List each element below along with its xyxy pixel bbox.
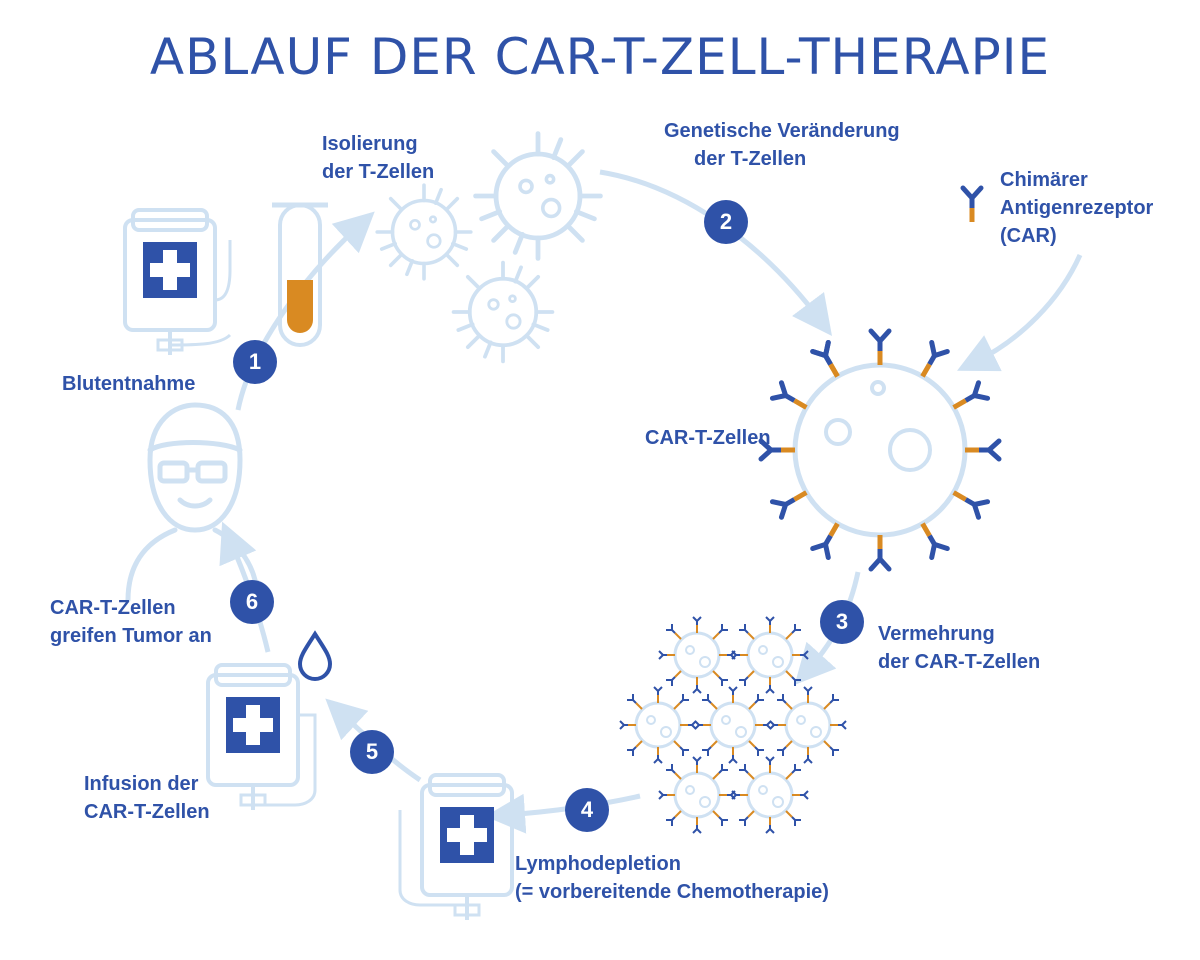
- label-line: Chimärer: [1000, 169, 1088, 191]
- step-badge-2: 2: [704, 200, 748, 244]
- car-receptor-icon: [871, 535, 889, 569]
- drop-icon: [297, 630, 333, 681]
- label-line: Infusion der: [84, 773, 199, 795]
- arrow-car: [957, 253, 1083, 372]
- label-line: (CAR): [1000, 225, 1057, 247]
- label-line: Isolierung: [322, 133, 418, 155]
- blood-bag-icon: [206, 663, 300, 812]
- label-line: Lymphodepletion: [515, 853, 681, 875]
- label-car: Chimärer Antigenrezeptor (CAR): [1000, 166, 1153, 250]
- test-tube-icon: [272, 202, 328, 347]
- step-badge-4: 4: [565, 788, 609, 832]
- car-receptor-icon: [871, 331, 889, 365]
- car-receptor-icon: [963, 188, 981, 222]
- car-receptor-icon: [965, 441, 999, 459]
- page-title: ABLAUF DER CAR-T-ZELL-THERAPIE: [149, 28, 1051, 86]
- label-attack: CAR-T-Zellen greifen Tumor an: [50, 594, 212, 650]
- label-infusion: Infusion der CAR-T-Zellen: [84, 770, 210, 826]
- step-badge-3: 3: [820, 600, 864, 644]
- label-line: Genetische Veränderung: [664, 120, 900, 142]
- label-line: Vermehrung: [878, 623, 995, 645]
- label-expansion: Vermehrung der CAR-T-Zellen: [878, 620, 1040, 676]
- label-genetic-modification: Genetische Veränderung der T-Zellen: [664, 117, 900, 173]
- patient-icon: [125, 402, 258, 603]
- label-line: CAR-T-Zellen: [645, 427, 771, 449]
- label-isolation: Isolierung der T-Zellen: [322, 130, 434, 186]
- t-cell-icon: [375, 183, 473, 281]
- t-cell-icon: [476, 134, 601, 259]
- label-line: Antigenrezeptor: [1000, 197, 1154, 219]
- label-line: der T-Zellen: [694, 148, 807, 170]
- car-t-cell-icon: [761, 331, 999, 569]
- step-badge-5: 5: [350, 730, 394, 774]
- label-line: CAR-T-Zellen: [50, 597, 176, 619]
- arrow-2-3: [599, 169, 833, 336]
- label-lymphodepletion: Lymphodepletion (= vorbereitende Chemoth…: [515, 850, 829, 906]
- chemo-bag-icon: [420, 773, 514, 922]
- expanded-cells-icon: [618, 615, 848, 835]
- t-cell-icon: [451, 260, 555, 364]
- step-badge-6: 6: [230, 580, 274, 624]
- label-car-t-cells: CAR-T-Zellen: [645, 424, 771, 452]
- step-badge-1: 1: [233, 340, 277, 384]
- label-line: CAR-T-Zellen: [84, 801, 210, 823]
- label-line: (= vorbereitende Chemotherapie): [515, 881, 829, 903]
- label-line: der CAR-T-Zellen: [878, 651, 1041, 673]
- blood-bag-icon: [123, 208, 217, 357]
- blood-bag-tube: [214, 240, 232, 302]
- label-blood-draw: Blutentnahme: [62, 370, 195, 398]
- label-line: greifen Tumor an: [50, 625, 212, 647]
- label-line: der T-Zellen: [322, 161, 435, 183]
- label-line: Blutentnahme: [62, 373, 196, 395]
